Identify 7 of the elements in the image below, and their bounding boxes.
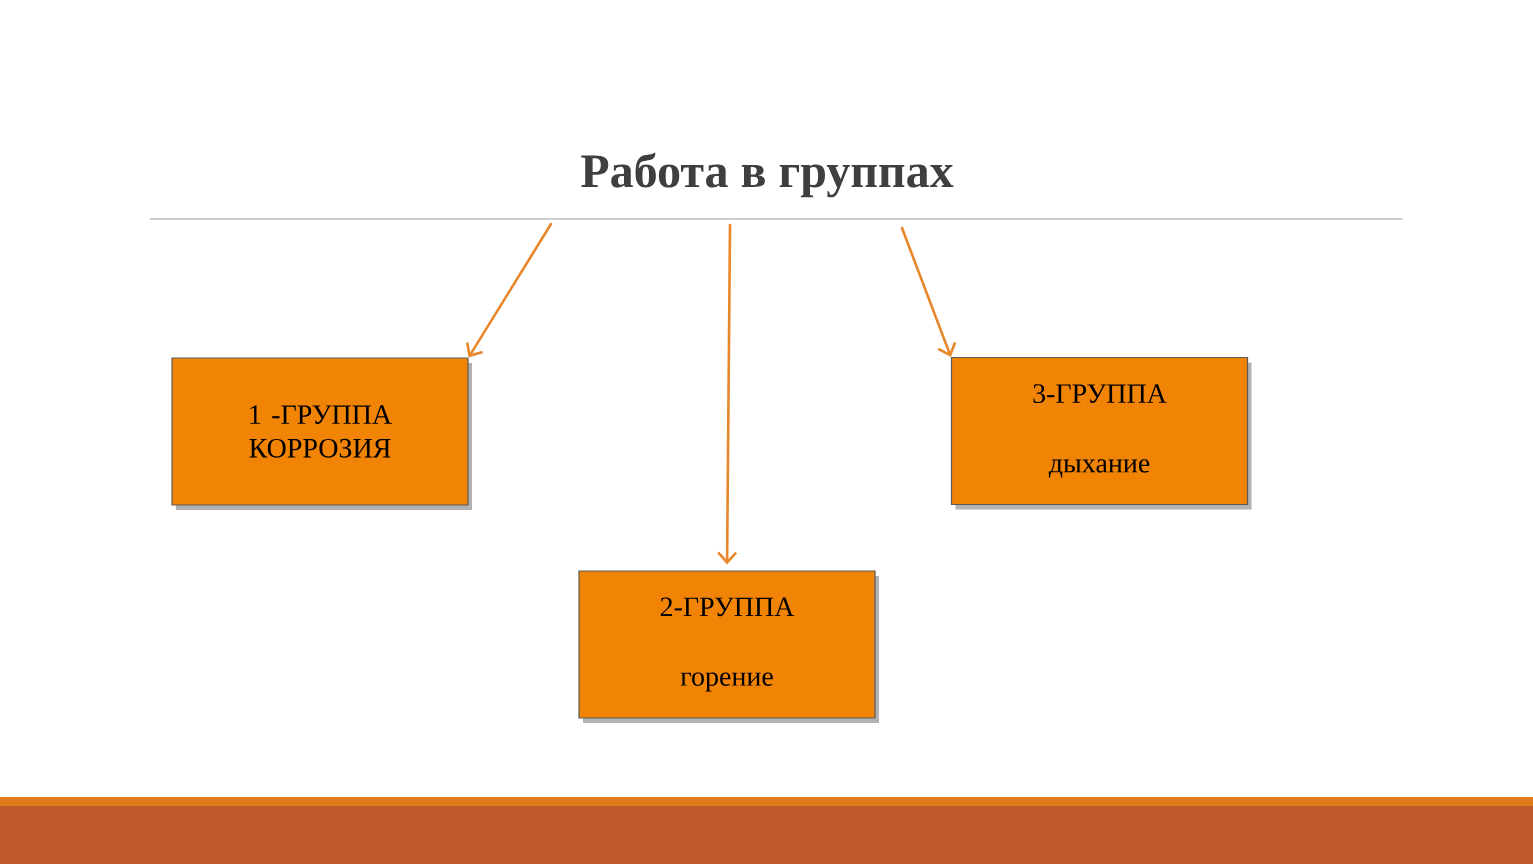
arrow	[900, 226, 957, 357]
arrow	[717, 223, 738, 565]
slide-title: Работа в группах	[581, 152, 954, 198]
arrow	[465, 222, 553, 358]
group-box: 3-ГРУППА дыхание	[950, 356, 1252, 510]
group-box: 2-ГРУППА горение	[578, 570, 879, 723]
group-box: 1 -ГРУППА КОРРОЗИЯ	[171, 357, 472, 510]
